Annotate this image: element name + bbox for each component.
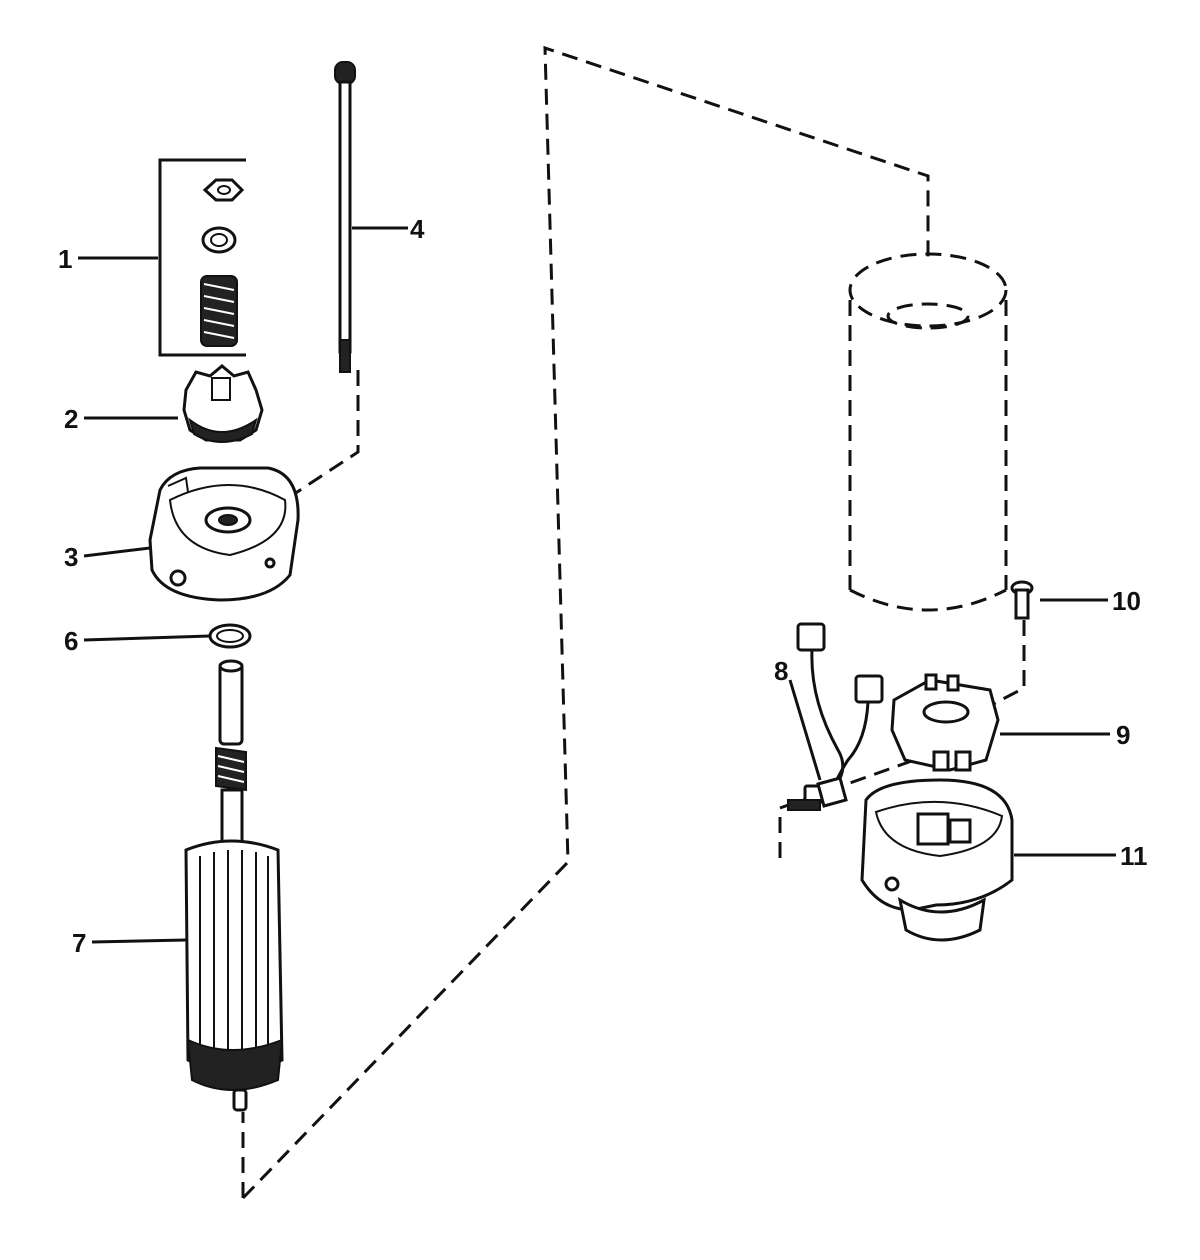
callout-11: 11 — [1120, 841, 1148, 871]
through-bolt-part — [334, 61, 356, 373]
armature-part — [184, 659, 284, 1112]
end-frame-part — [148, 466, 300, 602]
field-frame-housing — [848, 252, 1008, 612]
screw-part — [1010, 580, 1034, 620]
callout-10: 10 — [1112, 586, 1141, 616]
callout-9: 9 — [1116, 720, 1130, 750]
pinion-kit-part — [158, 158, 246, 357]
commutator-end-frame-part — [860, 778, 1014, 942]
callout-2: 2 — [64, 404, 78, 434]
o-ring-part — [208, 623, 252, 649]
callout-8: 8 — [774, 656, 788, 686]
callout-7: 7 — [72, 928, 86, 958]
callout-leaders — [78, 226, 1116, 944]
callout-labels: 1 2 3 4 6 7 8 9 10 11 — [58, 214, 1148, 958]
drive-gear-part — [182, 364, 264, 443]
callout-3: 3 — [64, 542, 78, 572]
callout-6: 6 — [64, 626, 78, 656]
brush-lead-part — [787, 622, 884, 811]
brush-holder-part — [890, 673, 1000, 772]
assembly-dashed-outline — [241, 45, 1026, 1200]
callout-1: 1 — [58, 244, 72, 274]
callout-4: 4 — [410, 214, 425, 244]
